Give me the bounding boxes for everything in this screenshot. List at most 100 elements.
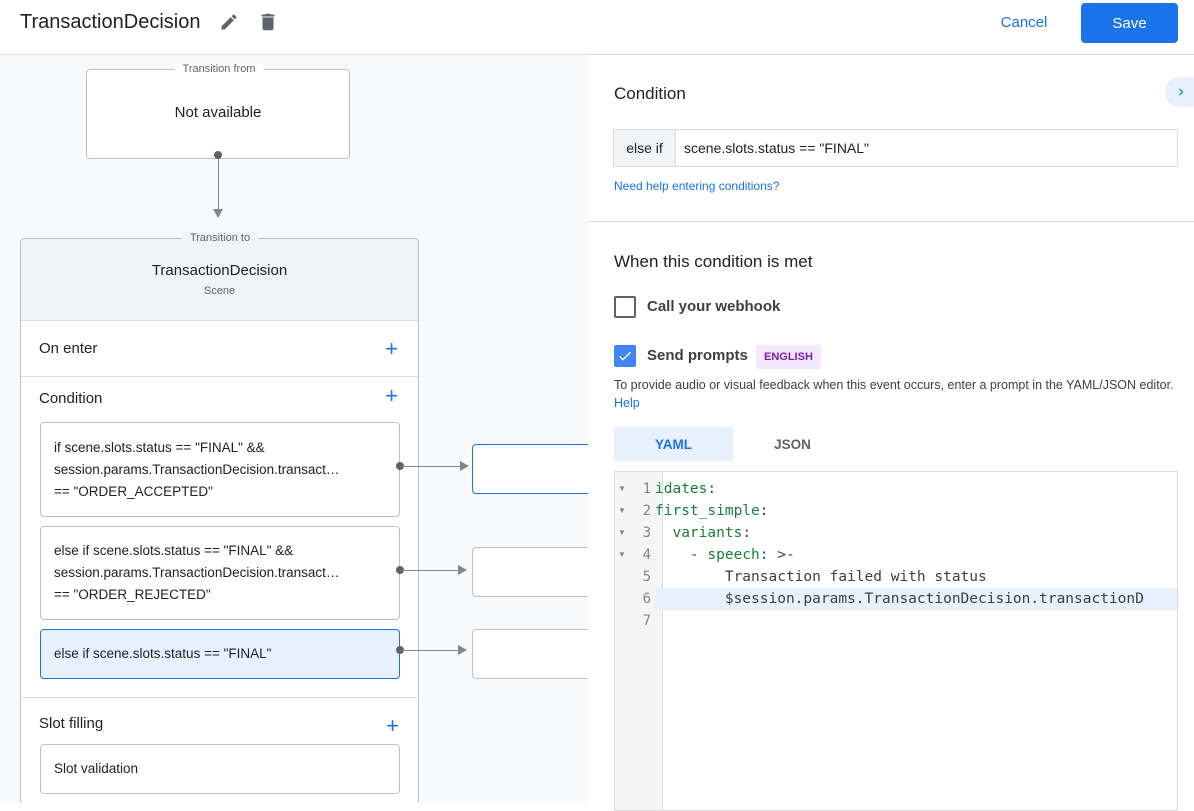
condition-prefix: else if <box>614 130 676 166</box>
code-text[interactable] <box>655 610 1177 632</box>
connector-line <box>400 650 459 651</box>
condition-line: == "ORDER_ACCEPTED" <box>54 483 213 499</box>
code-text[interactable]: Transaction failed with status <box>655 566 1177 588</box>
condition-line: else if scene.slots.status == "FINAL" && <box>54 543 294 558</box>
arrow-right-icon <box>460 461 469 471</box>
condition-panel: Condition else if scene.slots.status == … <box>588 55 1194 811</box>
line-number: 6 <box>642 591 651 607</box>
yaml-value: : <box>707 481 717 497</box>
code-indent <box>655 591 725 607</box>
condition-line: else if scene.slots.status == "FINAL" <box>54 646 272 661</box>
condition-item[interactable]: if scene.slots.status == "FINAL" && sess… <box>40 422 400 517</box>
fold-arrow-icon[interactable]: ▼ <box>618 484 626 493</box>
slot-filling-label: Slot filling <box>39 715 104 732</box>
code-indent <box>655 569 725 585</box>
code-indent <box>655 525 672 541</box>
webhook-checkbox[interactable] <box>614 296 636 318</box>
transition-target[interactable] <box>472 547 588 597</box>
transition-to-legend: Transition to <box>181 232 259 244</box>
fold-arrow-icon[interactable]: ▼ <box>618 550 626 559</box>
slot-filling-header: Slot filling + <box>39 715 399 737</box>
code-indent: - <box>655 547 708 563</box>
yaml-value: : >- <box>759 547 795 563</box>
on-enter-label: On enter <box>39 340 98 357</box>
met-title: When this condition is met <box>614 252 813 271</box>
edit-icon[interactable] <box>219 12 239 37</box>
cancel-button[interactable]: Cancel <box>1000 13 1048 31</box>
prompt-description: To provide audio or visual feedback when… <box>614 376 1174 412</box>
send-prompts-label[interactable]: Send prompts <box>647 347 748 364</box>
condition-line: == "ORDER_REJECTED" <box>54 587 211 602</box>
add-condition-icon[interactable]: + <box>385 383 398 408</box>
add-slot-icon[interactable]: + <box>386 713 399 738</box>
send-prompts-checkbox[interactable] <box>614 345 636 367</box>
yaml-value: Transaction failed with status <box>724 569 987 585</box>
code-line[interactable]: 7 <box>615 610 1177 632</box>
code-text[interactable]: variants: <box>655 522 1177 544</box>
arrow-right-icon <box>458 645 467 655</box>
transition-from-box: Transition from Not available <box>86 63 350 159</box>
fold-arrow-icon[interactable]: ▼ <box>618 506 626 515</box>
code-line[interactable]: ▼ 4 - speech: >- <box>615 544 1177 566</box>
yaml-value: $session.params.TransactionDecision.tran… <box>724 591 1144 607</box>
line-number: 3 <box>642 525 651 541</box>
divider <box>20 697 419 698</box>
condition-label: Condition <box>39 390 103 407</box>
transition-from-value: Not available <box>174 104 262 121</box>
fold-arrow-icon[interactable]: ▼ <box>618 528 626 537</box>
condition-line: session.params.TransactionDecision.trans… <box>54 461 340 477</box>
top-bar: TransactionDecision Cancel Save <box>0 0 1194 55</box>
code-text[interactable]: - speech: >- <box>655 544 1177 566</box>
condition-title: Condition <box>614 84 686 103</box>
fold-arrow-icon <box>615 610 629 632</box>
code-line[interactable]: 6 $session.params.TransactionDecision.tr… <box>615 588 1177 610</box>
slot-validation-label: Slot validation <box>54 761 139 776</box>
on-enter-row[interactable]: On enter + <box>21 321 418 377</box>
transition-from-legend: Transition from <box>174 63 264 75</box>
save-button[interactable]: Save <box>1081 3 1178 43</box>
tab-yaml[interactable]: YAML <box>614 427 733 461</box>
fold-arrow-icon <box>615 588 629 610</box>
tab-json[interactable]: JSON <box>774 436 811 452</box>
condition-item[interactable]: else if scene.slots.status == "FINAL" &&… <box>40 526 400 620</box>
slot-validation-item[interactable]: Slot validation <box>40 744 400 794</box>
yaml-key: idates <box>655 481 708 497</box>
help-conditions-link[interactable]: Need help entering conditions? <box>614 179 780 193</box>
code-text[interactable]: idates: <box>655 478 1177 500</box>
connector-line <box>400 466 461 467</box>
code-line[interactable]: 5 Transaction failed with status <box>615 566 1177 588</box>
arrow-right-icon <box>458 565 467 575</box>
connector-line <box>218 159 219 209</box>
code-text[interactable]: $session.params.TransactionDecision.tran… <box>655 588 1177 610</box>
condition-input[interactable]: scene.slots.status == "FINAL" <box>684 140 870 156</box>
condition-input-group: else if scene.slots.status == "FINAL" <box>613 129 1178 167</box>
collapse-panel-chevron-icon[interactable] <box>1165 77 1194 107</box>
scene-name: TransactionDecision <box>151 262 288 279</box>
editor-gutter <box>615 472 663 810</box>
prompt-description-text: To provide audio or visual feedback when… <box>614 378 1174 392</box>
scene-header[interactable]: Transition to TransactionDecision Scene <box>21 232 418 321</box>
check-icon <box>619 351 631 361</box>
transition-target[interactable] <box>472 444 588 494</box>
line-number: 1 <box>642 481 651 497</box>
flow-canvas[interactable]: Transition from Not available Transition… <box>0 55 588 802</box>
scene-type: Scene <box>203 285 236 297</box>
code-line[interactable]: ▼ 3 variants: <box>615 522 1177 544</box>
line-number: 5 <box>642 569 651 585</box>
fold-arrow-icon <box>615 566 629 588</box>
condition-item-selected[interactable]: else if scene.slots.status == "FINAL" <box>40 629 400 679</box>
yaml-key: variants <box>672 525 743 541</box>
arrow-down-icon <box>213 209 223 218</box>
webhook-label[interactable]: Call your webhook <box>647 298 781 315</box>
add-on-enter-icon[interactable]: + <box>385 335 398 361</box>
delete-icon[interactable] <box>257 11 279 38</box>
line-number: 2 <box>642 503 651 519</box>
condition-line: session.params.TransactionDecision.trans… <box>54 565 340 580</box>
transition-target[interactable] <box>472 629 588 679</box>
help-link[interactable]: Help <box>614 396 640 410</box>
line-number: 4 <box>642 547 651 563</box>
code-text[interactable]: first_simple: <box>655 500 1177 522</box>
